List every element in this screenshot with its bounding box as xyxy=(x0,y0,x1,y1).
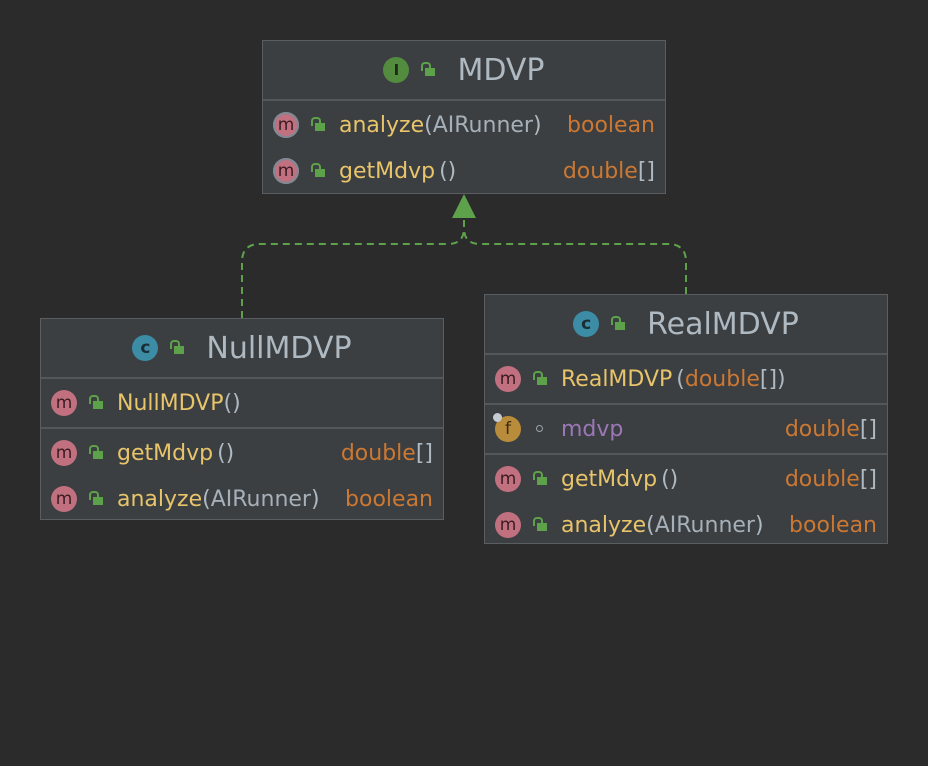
methods-section: m analyze ( AIRunner ) boolean m getMdvp… xyxy=(263,101,665,195)
open-paren: ( xyxy=(646,512,655,538)
return-type: boolean xyxy=(789,512,877,538)
public-lock-icon xyxy=(87,444,105,462)
methods-section: m getMdvp ( ) double [] m analyze ( AIRu… xyxy=(41,429,443,523)
return-type: double xyxy=(784,466,860,492)
methods-section: m getMdvp ( ) double [] m analyze ( AIRu… xyxy=(485,455,887,549)
param-type: AIRunner xyxy=(654,512,755,538)
edge-realmdvp-to-mdvp[interactable] xyxy=(463,227,687,294)
method-name: analyze xyxy=(339,112,425,138)
open-paren: ( xyxy=(217,440,226,466)
method-name: getMdvp xyxy=(561,466,658,492)
method-icon: m xyxy=(495,466,521,492)
method-row[interactable]: m analyze ( AIRunner ) boolean xyxy=(41,476,443,522)
class-name: RealMDVP xyxy=(647,306,799,342)
field-row[interactable]: f mdvp double [] xyxy=(485,406,887,452)
class-icon: c xyxy=(573,311,600,337)
class-name: MDVP xyxy=(457,52,545,88)
return-suffix: [] xyxy=(859,466,877,492)
method-row[interactable]: m getMdvp ( ) double [] xyxy=(485,456,887,502)
method-name: analyze xyxy=(561,512,647,538)
method-icon: m xyxy=(51,440,77,466)
interface-box-mdvp[interactable]: I MDVP m analyze ( AIRunner ) boolean m … xyxy=(262,40,666,194)
field-type-suffix: [] xyxy=(859,416,877,442)
close-paren: ) xyxy=(447,158,457,184)
class-box-nullmdvp[interactable]: c NullMDVP m NullMDVP ( ) m getMdvp ( ) … xyxy=(40,318,444,520)
class-header: c RealMDVP xyxy=(485,295,887,355)
class-icon: c xyxy=(132,335,159,361)
public-lock-icon xyxy=(531,516,549,534)
class-header: I MDVP xyxy=(263,41,665,101)
close-paren: ) xyxy=(669,466,679,492)
constructor-row[interactable]: m RealMDVP ( double [] ) xyxy=(485,356,887,402)
return-type: double xyxy=(562,158,638,184)
param-suffix: [] xyxy=(759,366,778,392)
public-lock-icon xyxy=(87,394,105,412)
public-lock-icon xyxy=(309,162,327,180)
field-type: double xyxy=(784,416,860,442)
public-lock-icon xyxy=(531,370,549,388)
public-lock-icon xyxy=(609,315,627,333)
method-name: analyze xyxy=(117,486,203,512)
open-paren: ( xyxy=(676,366,685,392)
constructors-section: m NullMDVP ( ) xyxy=(41,379,443,429)
field-name: mdvp xyxy=(561,416,624,442)
method-name: getMdvp xyxy=(117,440,214,466)
close-paren: ) xyxy=(232,390,241,416)
method-row[interactable]: m analyze ( AIRunner ) boolean xyxy=(485,502,887,548)
method-icon: m xyxy=(51,390,77,416)
close-paren: ) xyxy=(532,112,542,138)
close-paren: ) xyxy=(225,440,235,466)
constructor-name: NullMDVP xyxy=(117,390,224,416)
constructor-row[interactable]: m NullMDVP ( ) xyxy=(41,380,443,426)
class-name: NullMDVP xyxy=(206,330,352,366)
close-paren: ) xyxy=(310,486,320,512)
method-icon: m xyxy=(495,366,521,392)
constructors-section: m RealMDVP ( double [] ) xyxy=(485,355,887,405)
open-paren: ( xyxy=(661,466,670,492)
param-type: double xyxy=(684,366,760,392)
constructor-name: RealMDVP xyxy=(561,366,673,392)
method-row[interactable]: m analyze ( AIRunner ) boolean xyxy=(263,102,665,148)
open-paren: ( xyxy=(424,112,433,138)
interface-icon: I xyxy=(383,57,410,83)
close-paren: ) xyxy=(754,512,764,538)
return-suffix: [] xyxy=(637,158,655,184)
method-row[interactable]: m getMdvp ( ) double [] xyxy=(263,148,665,194)
implements-arrowhead xyxy=(452,194,476,218)
method-name: getMdvp xyxy=(339,158,436,184)
return-type: boolean xyxy=(345,486,433,512)
open-paren: ( xyxy=(202,486,211,512)
method-row[interactable]: m getMdvp ( ) double [] xyxy=(41,430,443,476)
open-paren: ( xyxy=(223,390,233,416)
edge-nullmdvp-to-mdvp[interactable] xyxy=(241,220,465,318)
method-icon: m xyxy=(495,512,521,538)
public-lock-icon xyxy=(419,61,437,79)
method-icon: m xyxy=(51,486,77,512)
return-type: double xyxy=(340,440,416,466)
return-type: boolean xyxy=(567,112,655,138)
public-lock-icon xyxy=(87,490,105,508)
class-header: c NullMDVP xyxy=(41,319,443,379)
return-suffix: [] xyxy=(415,440,433,466)
public-lock-icon xyxy=(531,470,549,488)
package-private-icon xyxy=(531,420,549,438)
abstract-method-icon: m xyxy=(273,112,299,138)
param-type: AIRunner xyxy=(432,112,533,138)
param-type: AIRunner xyxy=(210,486,311,512)
field-icon: f xyxy=(493,413,521,442)
public-lock-icon xyxy=(168,339,186,357)
abstract-method-icon: m xyxy=(273,158,299,184)
close-paren: ) xyxy=(777,366,786,392)
open-paren: ( xyxy=(439,158,448,184)
class-box-realmdvp[interactable]: c RealMDVP m RealMDVP ( double [] ) f md… xyxy=(484,294,888,544)
fields-section: f mdvp double [] xyxy=(485,405,887,455)
public-lock-icon xyxy=(309,116,327,134)
